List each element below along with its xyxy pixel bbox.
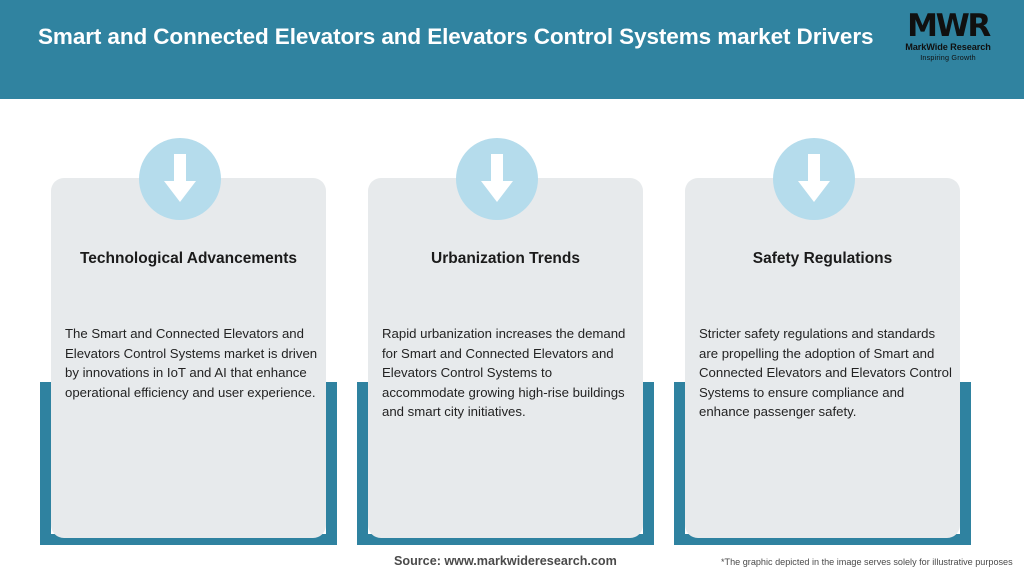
card-body-text: Rapid urbanization increases the demand … [382,326,626,420]
card-accent-frame [40,382,337,545]
footer: Source: www.markwideresearch.com *The gr… [0,545,1024,576]
page-title: Smart and Connected Elevators and Elevat… [38,24,874,49]
card-panel [368,178,643,538]
card-heading: Urbanization Trends [431,250,580,267]
card-accent-frame [674,382,971,545]
card-body-text: The Smart and Connected Elevators and El… [65,326,318,400]
arrow-down-icon [773,138,855,220]
logo-company-name: MarkWide Research [905,42,991,52]
card-heading: Technological Advancements [79,250,298,267]
source-label: Source: www.markwideresearch.com [394,554,617,568]
card-heading: Safety Regulations [752,250,893,267]
card-body-text: Stricter safety regulations and standard… [699,326,952,420]
driver-card-urbanization-trends: Urbanization Trends Rapid urbanization i… [357,99,654,545]
driver-card-technological-advancements: Technological Advancements The Smart and… [40,99,337,545]
header-band: Smart and Connected Elevators and Elevat… [0,0,1024,99]
drivers-card-row: Technological Advancements The Smart and… [0,99,1024,545]
card-panel [51,178,326,538]
brand-logo: MWR MarkWide Research Inspiring Growth [894,10,1002,66]
card-accent-frame [357,382,654,545]
disclaimer-label: *The graphic depicted in the image serve… [721,557,1013,567]
driver-card-safety-regulations: Safety Regulations Stricter safety regul… [674,99,971,545]
logo-tagline: Inspiring Growth [920,53,976,62]
logo-monogram: MWR [907,8,991,44]
arrow-down-icon [139,138,221,220]
card-panel [685,178,960,538]
arrow-down-icon [456,138,538,220]
